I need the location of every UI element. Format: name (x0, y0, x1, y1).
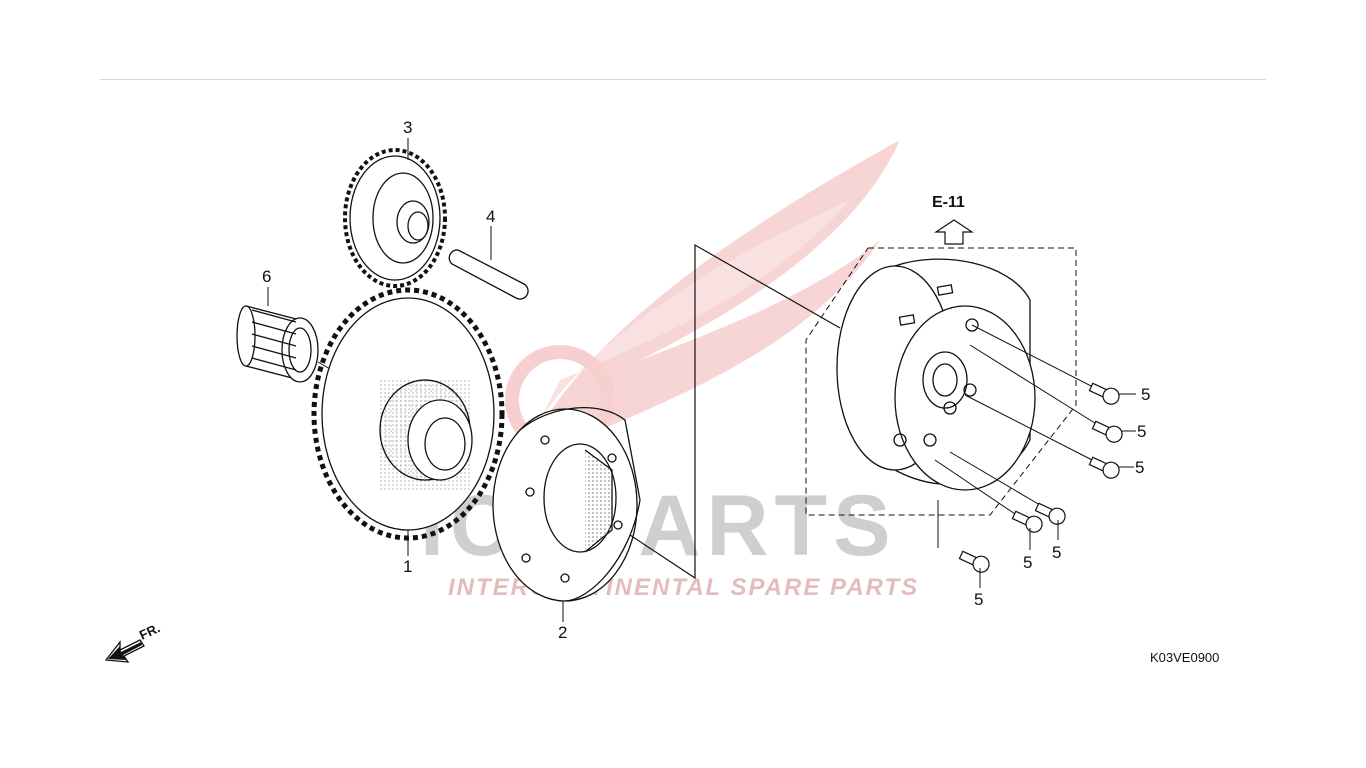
callout-4: 4 (486, 207, 495, 226)
part-5-bolts (958, 382, 1123, 573)
callout-5: 5 (1052, 543, 1061, 562)
reference-arrow-icon (934, 219, 974, 245)
header-divider (100, 79, 1266, 80)
callout-5: 5 (1023, 553, 1032, 572)
callout-5: 5 (1137, 422, 1146, 441)
assembly-bracket (629, 243, 841, 580)
watermark-brand: ICSPARTS (420, 478, 896, 574)
front-direction-arrow-icon (104, 639, 145, 663)
callout-5: 5 (974, 590, 983, 609)
assembly-outline (805, 247, 1077, 516)
callout-5: 5 (1141, 385, 1150, 404)
callout-5: 5 (1135, 458, 1144, 477)
callout-3: 3 (403, 118, 412, 137)
diagram-code: K03VE0900 (1150, 650, 1219, 665)
callout-1: 1 (403, 557, 412, 576)
bolt-leaders (934, 324, 1099, 548)
part-6-needle-bearing (236, 305, 319, 383)
part-2-starter-clutch (492, 407, 641, 602)
front-direction-label: FR. (137, 620, 162, 642)
part-1-driven-gear (311, 287, 505, 541)
part-flywheel-rotor (836, 258, 1036, 491)
bolt-callout-leaders (979, 393, 1136, 588)
callout-6: 6 (262, 267, 271, 286)
callout-2: 2 (558, 623, 567, 642)
reference-label: E-11 (932, 194, 965, 211)
part-3-idle-gear (343, 148, 447, 288)
part-4-shaft-pin (448, 249, 529, 300)
